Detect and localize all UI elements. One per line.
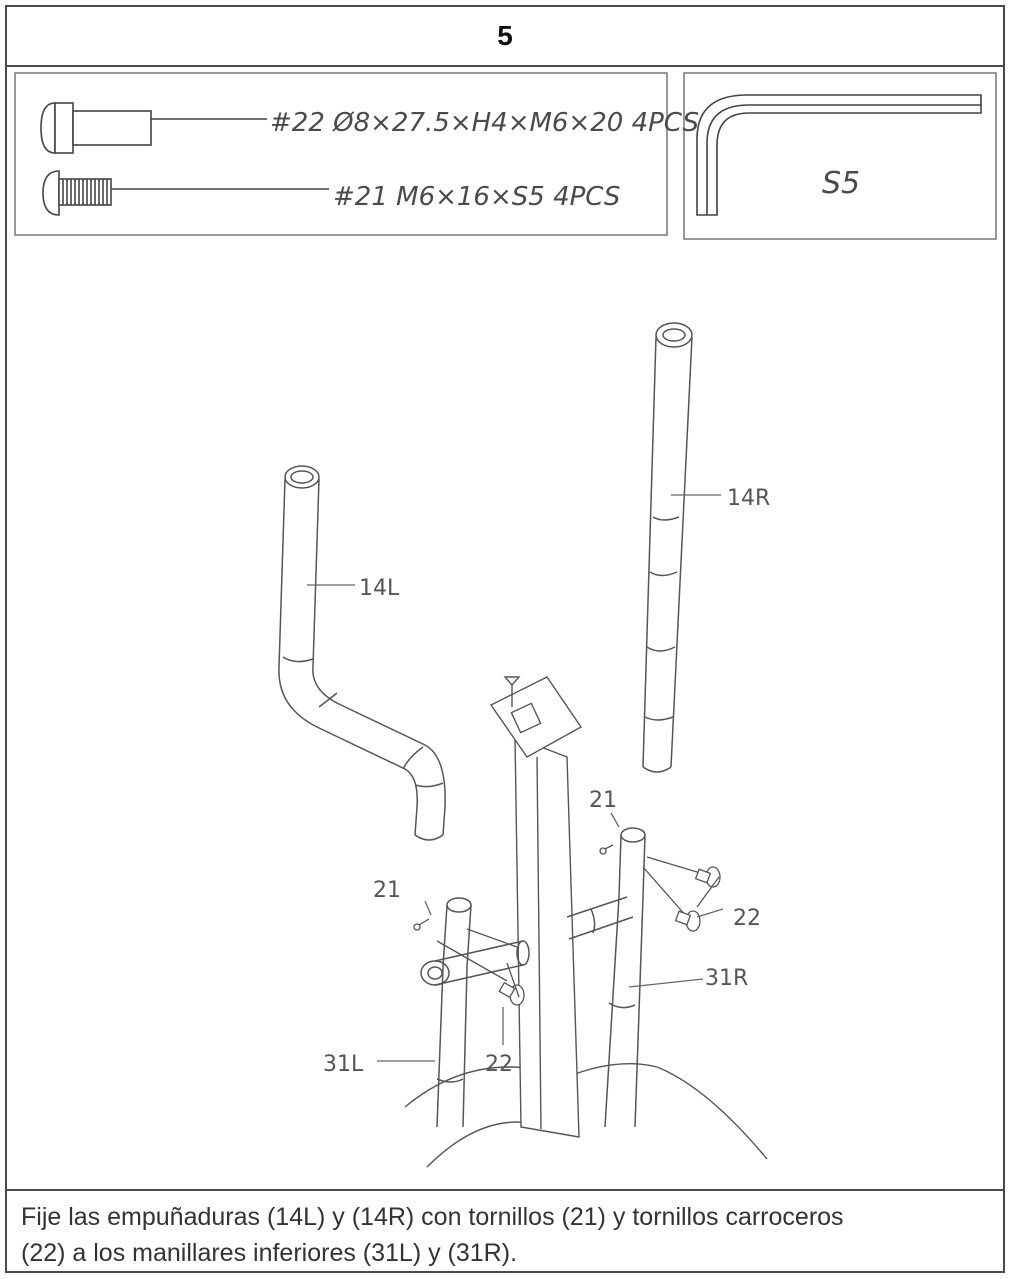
wrench-size: S5	[822, 166, 860, 201]
hardware-box-wrench	[683, 72, 997, 240]
step-number: 5	[7, 7, 1003, 67]
label-14R: 14R	[727, 486, 770, 511]
label-21-right: 21	[589, 788, 617, 813]
hardware-box-bolts	[14, 72, 668, 236]
step-frame: 5 #22 Ø8×27.5×H4×M6×20 4PCS	[5, 5, 1005, 1273]
label-31L: 31L	[323, 1052, 364, 1077]
lower-handlebar-31R	[566, 827, 646, 1128]
handle-14R	[642, 322, 693, 773]
caption-line-1: Fije las empuñaduras (14L) y (14R) con t…	[21, 1203, 844, 1231]
joint-fasteners	[413, 844, 721, 1006]
label-21-left: 21	[373, 878, 401, 903]
allen-wrench-icon	[696, 94, 982, 216]
instruction-caption: Fije las empuñaduras (14L) y (14R) con t…	[7, 1189, 1003, 1273]
label-22-right: 22	[733, 906, 761, 931]
assembly-illustration: #22 Ø8×27.5×H4×M6×20 4PCS #21 M6×16×S5 4…	[7, 67, 1003, 1189]
base-arc	[404, 1063, 768, 1168]
leader-lines	[307, 494, 724, 1062]
label-14L: 14L	[359, 576, 400, 601]
carriage-bolt-icon	[40, 102, 267, 154]
main-post	[489, 676, 583, 1138]
handle-14L	[278, 465, 446, 841]
bolt-22-spec: #22 Ø8×27.5×H4×M6×20 4PCS	[270, 108, 699, 138]
button-screw-icon	[42, 170, 329, 216]
screw-21-spec: #21 M6×16×S5 4PCS	[333, 182, 620, 212]
label-22-bottom: 22	[485, 1052, 513, 1077]
caption-line-2: (22) a los manillares inferiores (31L) y…	[21, 1239, 518, 1267]
label-31R: 31R	[705, 966, 748, 991]
